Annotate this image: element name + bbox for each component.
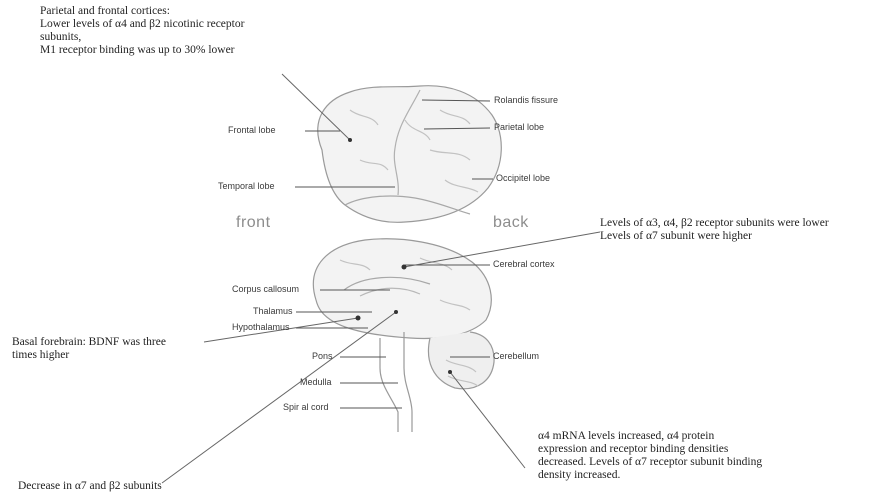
cortices-pointer-dot (348, 138, 352, 142)
cortices-line: subunits, (40, 31, 320, 44)
cerebral-cortex-line: Levels of α7 subunit were higher (600, 230, 875, 243)
basal-forebrain-annotation: Basal forebrain: BDNF was three times hi… (12, 336, 212, 362)
label-thalamus: Thalamus (253, 306, 293, 316)
spinal-pointer-dot (394, 310, 398, 314)
lateral-brain (318, 86, 502, 223)
label-corpus-callosum: Corpus callosum (232, 284, 299, 294)
label-hypothalamus: Hypothalamus (232, 322, 290, 332)
cerebral-cortex-line: Levels of α3, α4, β2 receptor subunits w… (600, 217, 875, 230)
basal-forebrain-pointer-dot (356, 316, 361, 321)
cerebellum-line: expression and receptor binding densitie… (538, 443, 838, 456)
spinal-line: Decrease in α7 and β2 subunits (18, 480, 218, 493)
label-temporal-lobe: Temporal lobe (218, 181, 275, 191)
label-parietal-lobe: Parietal lobe (494, 122, 544, 132)
label-medulla: Medulla (300, 377, 332, 387)
basal-forebrain-line: Basal forebrain: BDNF was three (12, 336, 212, 349)
cerebellum-line: density increased. (538, 469, 838, 482)
cerebellum-line: α4 mRNA levels increased, α4 protein (538, 430, 838, 443)
label-cerebral-cortex: Cerebral cortex (493, 259, 555, 269)
label-occipital-lobe: Occipitel lobe (496, 173, 550, 183)
label-cerebellum: Cerebellum (493, 351, 539, 361)
direction-front: front (236, 214, 271, 232)
cerebellum-pointer-dot (448, 370, 452, 374)
cortices-line: Lower levels of α4 and β2 nicotinic rece… (40, 18, 320, 31)
basal-forebrain-line: times higher (12, 349, 212, 362)
cerebellum-line: decreased. Levels of α7 receptor subunit… (538, 456, 838, 469)
cerebral-cortex-pointer-dot (402, 265, 407, 270)
cerebellum-annotation: α4 mRNA levels increased, α4 protein exp… (538, 430, 838, 482)
label-pons: Pons (312, 351, 333, 361)
label-rolandic-fissure: Rolandis fissure (494, 95, 558, 105)
cortices-annotation: Parietal and frontal cortices: Lower lev… (40, 5, 320, 57)
label-frontal-lobe: Frontal lobe (228, 125, 276, 135)
label-spinal-cord: Spir al cord (283, 402, 329, 412)
cortices-line: Parietal and frontal cortices: (40, 5, 320, 18)
spinal-annotation: Decrease in α7 and β2 subunits (18, 480, 218, 493)
cortices-line: M1 receptor binding was up to 30% lower (40, 44, 320, 57)
cerebral-cortex-annotation: Levels of α3, α4, β2 receptor subunits w… (600, 217, 875, 243)
direction-back: back (493, 214, 529, 232)
